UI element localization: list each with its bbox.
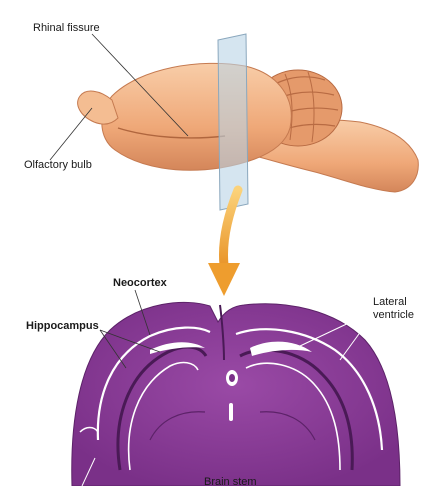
olfactory-bulb-label: Olfactory bulb bbox=[24, 159, 94, 172]
brain-stem-label: Brain stem bbox=[204, 476, 257, 489]
whole-brain-illustration bbox=[78, 34, 419, 210]
slice-plane bbox=[218, 34, 248, 210]
neocortex-label: Neocortex bbox=[113, 277, 167, 290]
coronal-section bbox=[72, 302, 400, 486]
cerebrum bbox=[102, 63, 291, 170]
olfactory-bulb-leader bbox=[50, 108, 92, 160]
third-ventricle bbox=[229, 403, 233, 421]
section-outline bbox=[72, 302, 400, 486]
rhinal-fissure-label: Rhinal fissure bbox=[33, 22, 100, 35]
hippocampus-label: Hippocampus bbox=[26, 320, 99, 333]
lateral-ventricle-label: Lateral ventricle bbox=[373, 296, 422, 322]
